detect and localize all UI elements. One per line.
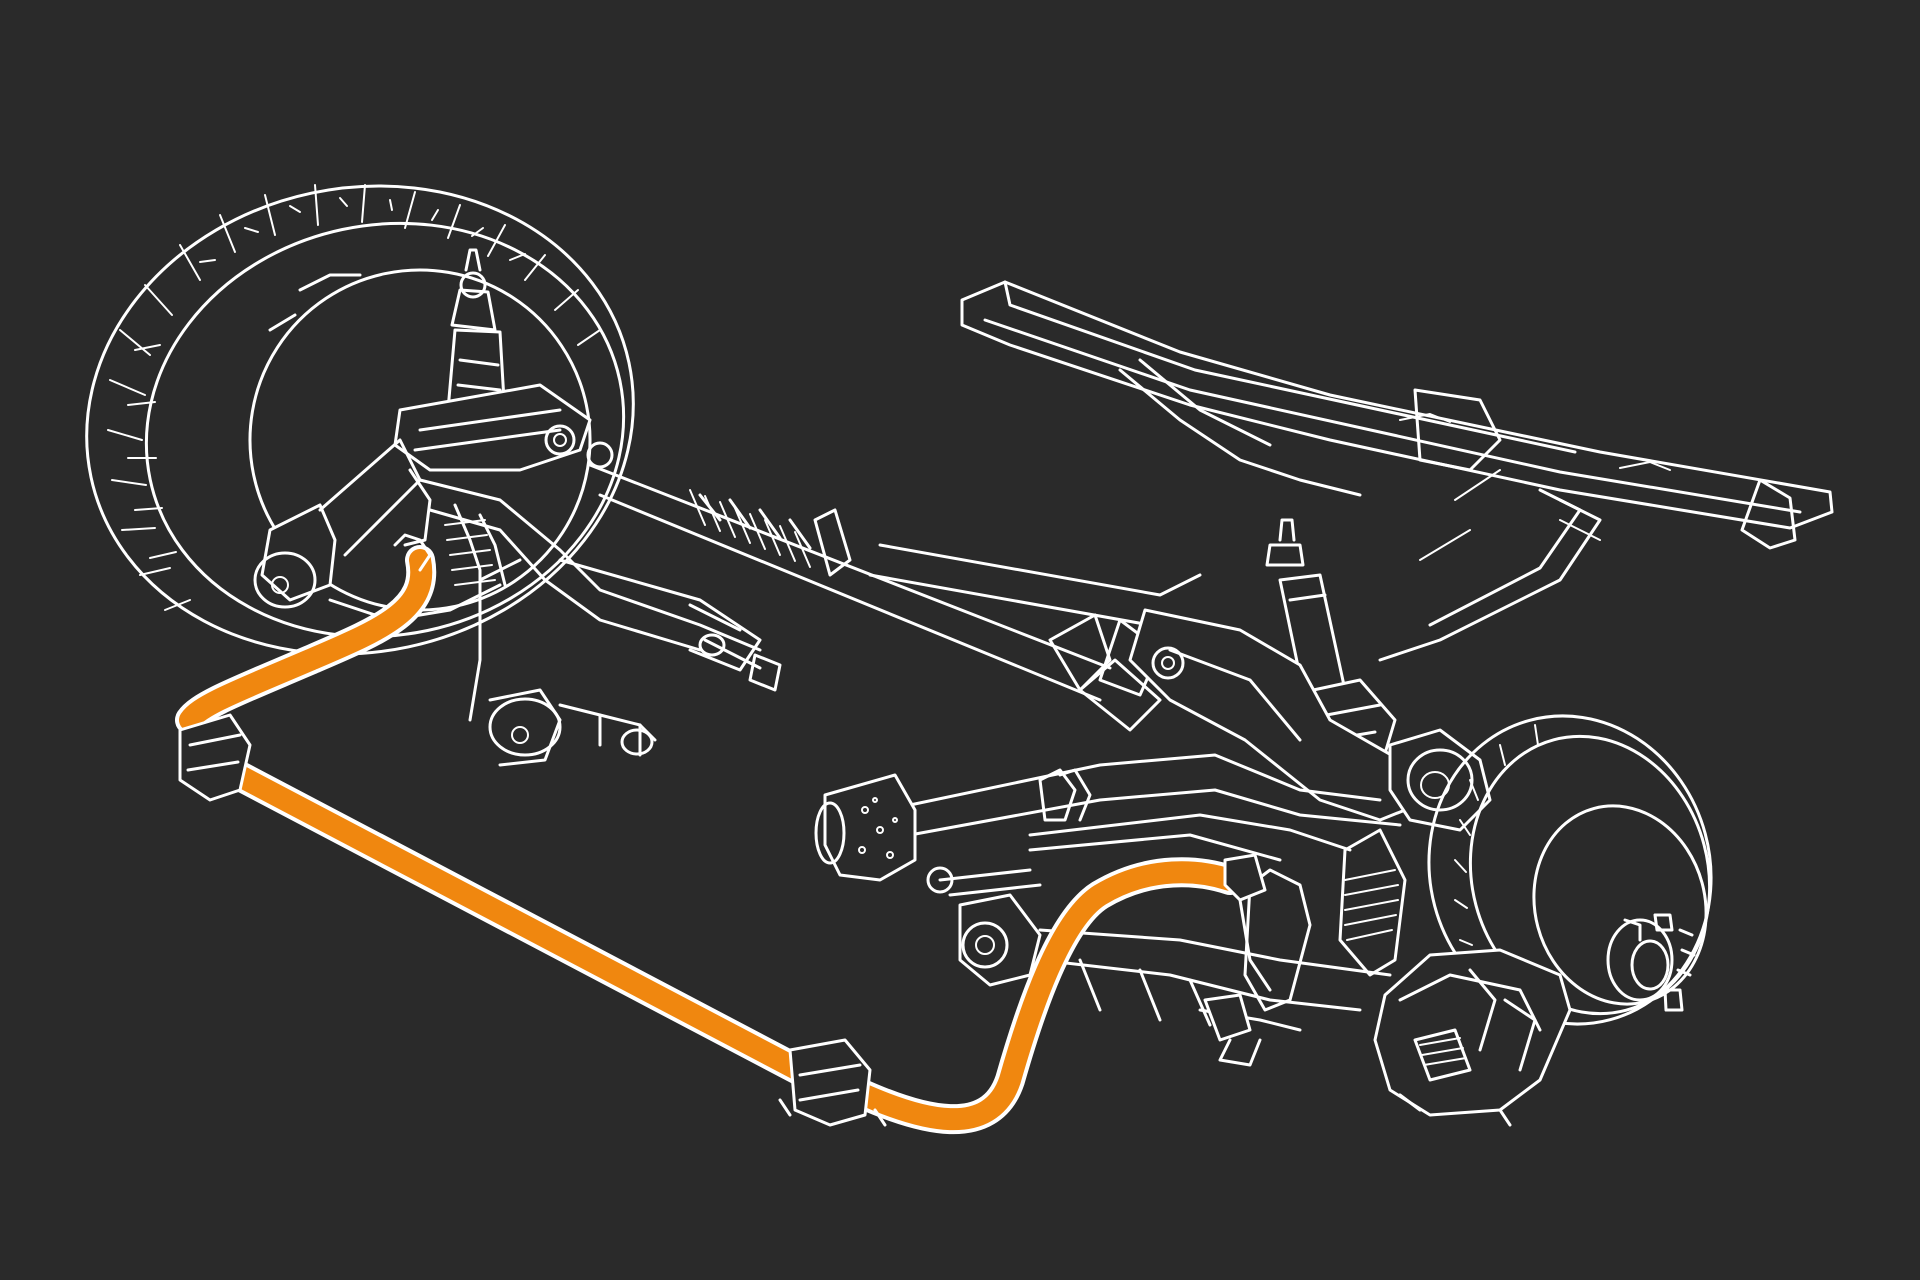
front-right-link-arms (814, 753, 1407, 1067)
front-right-control-arm (1078, 608, 1492, 832)
front-right-brake-assembly (1373, 714, 1713, 1127)
steering-rack (588, 463, 1202, 702)
anti-roll-bar-icon (175, 545, 1245, 1135)
front-left-hub-assembly (253, 248, 782, 767)
anti-roll-bar-mounts (178, 533, 1272, 1127)
front-left-tyre (85, 184, 635, 656)
rear-subframe (960, 280, 1834, 662)
